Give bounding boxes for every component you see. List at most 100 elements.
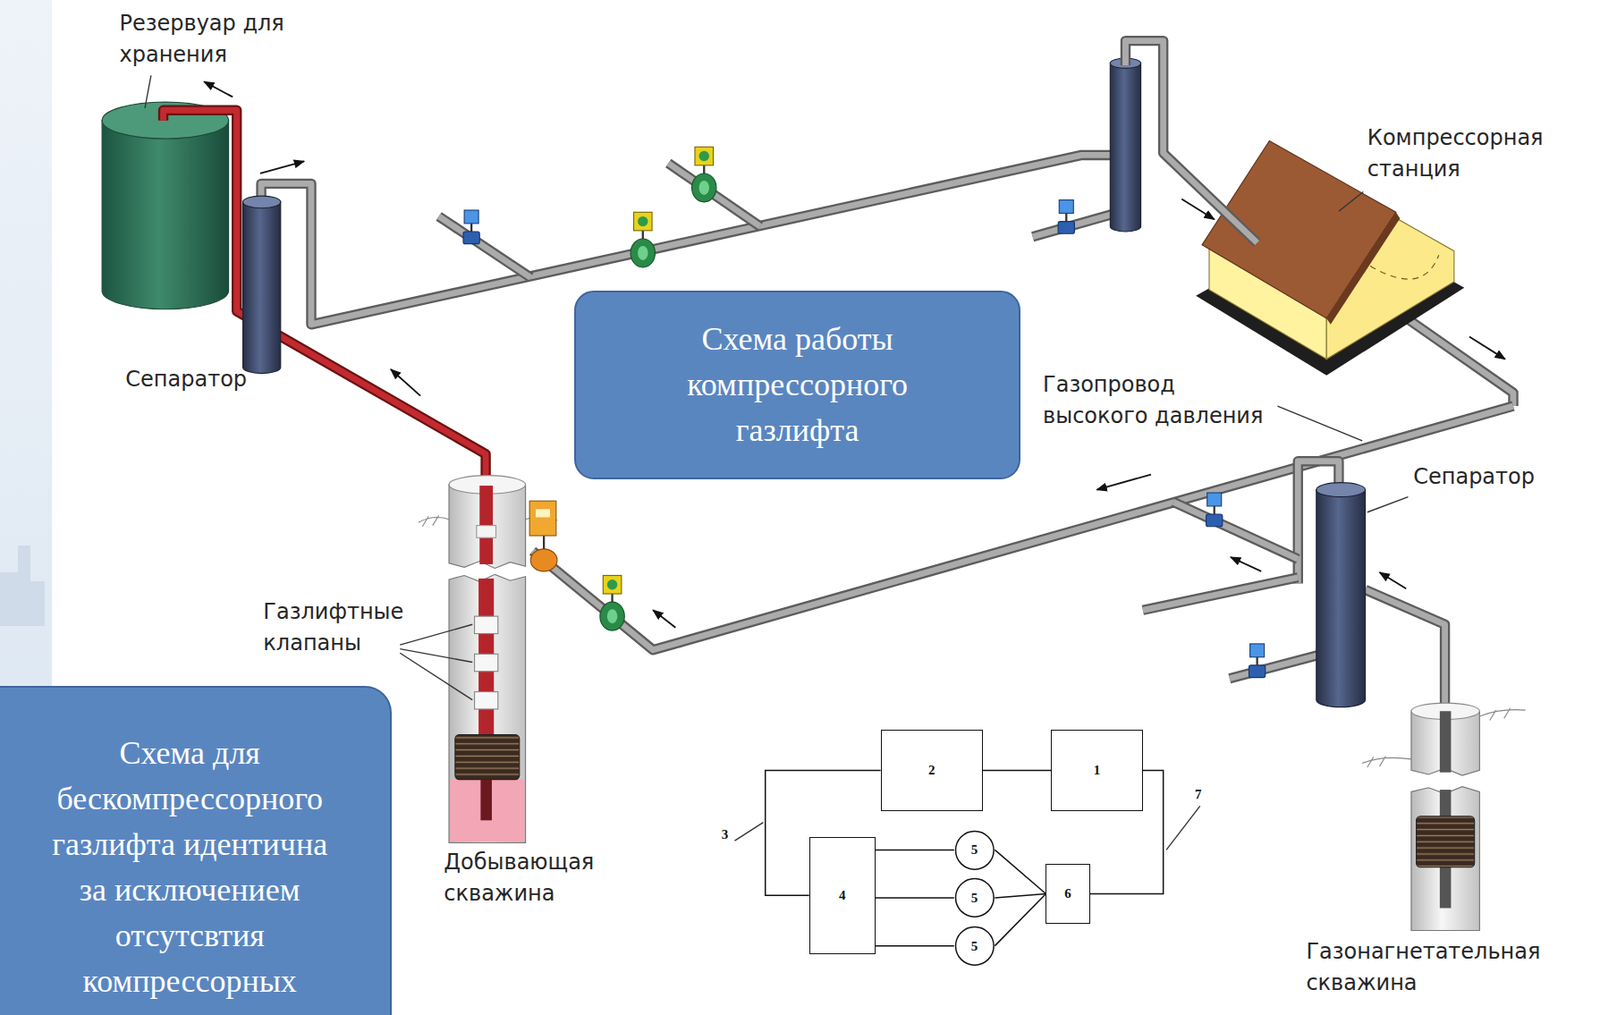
panel-text: Схема для бескомпрессорного газлифта иде… [50,730,330,1005]
unit-circle: 5 [954,925,996,967]
flow-meter-symbol [600,575,625,631]
connector-line [994,849,1046,894]
valve-symbol [1249,643,1266,678]
flow-meter-symbol [642,230,644,239]
unit-circle: 5 [954,877,996,919]
flow-arrow [1230,557,1262,572]
gas-pipe [439,216,532,278]
callout-number: 5 [971,841,979,858]
leader-line [399,652,473,700]
separator [1109,63,1141,232]
panel-text: Схема работы компрессорного газлифта [685,316,910,454]
unit-circle: 5 [954,829,996,872]
valve-symbol [1206,514,1223,527]
part-label: Резервуар для хранения [118,8,288,71]
flow-arrow [260,160,305,174]
valve-symbol [1206,492,1223,527]
valve-symbol [1058,200,1074,214]
note-panel: Схема для бескомпрессорного газлифта иде… [0,685,392,1015]
flow-meter-symbol [692,146,717,203]
flow-meter-symbol [607,609,618,624]
production-well [474,692,499,710]
leader-line [1338,191,1363,212]
flow-arrow [203,81,233,97]
process-box: 1 [1050,729,1143,812]
flow-arrow [390,369,421,397]
flow-meter-symbol [637,216,648,227]
gas-pipe [1229,654,1319,678]
control-valve-symbol [530,549,558,572]
gas-pipe [1142,577,1298,611]
process-box: 6 [1045,863,1090,923]
flow-meter-symbol [634,211,653,231]
process-box: 4 [809,837,876,955]
callout-number: 5 [971,889,979,906]
control-valve-symbol [529,500,558,572]
part-label: Сепаратор [1413,461,1535,493]
flow-meter-symbol [630,211,655,268]
separator [1316,482,1366,498]
storage-tank [101,101,229,310]
circle-outline [955,830,994,870]
gas-pipe [1142,577,1298,611]
flow-meter-symbol [694,146,714,166]
leader-line [144,75,152,109]
flow-arrow [1379,572,1407,589]
separator [1316,490,1366,708]
gas-pipe [1365,589,1446,714]
connector-line [994,893,1046,898]
production-well [476,525,497,539]
title-panel: Схема работы компрессорного газлифта [574,290,1021,480]
production-well [474,653,499,671]
separator [243,195,281,209]
gas-pipe [1032,214,1113,238]
valve-symbol [1065,212,1067,221]
leader-line [1367,497,1409,513]
connector-line [875,945,955,948]
callout-number: 6 [1064,885,1072,902]
part-label: Газлифтные клапаны [262,596,407,660]
leader-line [399,624,473,645]
flow-meter-symbol [602,575,622,594]
valve-symbol [1058,200,1075,235]
control-valve-symbol [529,500,557,536]
flow-meter-symbol [702,165,705,174]
injection-well [1439,711,1452,772]
flow-meter-symbol [610,593,613,602]
control-valve-symbol [529,500,558,572]
part-label: Добывающая скважина [443,846,598,910]
gas-pipe [668,163,761,228]
flow-arrow [1181,198,1215,220]
flow-meter-symbol [630,238,655,268]
connector-line [875,849,955,852]
callout-number: 7 [1194,786,1203,803]
process-box: 2 [880,729,983,812]
production-well [455,734,520,779]
gas-pipe [1365,589,1446,714]
injection-well [1416,816,1475,868]
leader-line [1277,406,1363,441]
flow-meter-symbol [637,245,648,261]
separator [243,202,281,374]
gas-pipe [1125,41,1257,244]
callout-number: 2 [928,761,936,779]
injection-well [1411,711,1480,776]
injection-well [1411,787,1480,932]
production-well [418,475,558,844]
flow-meter-symbol [600,601,625,631]
gas-pipe [1125,41,1257,244]
production-well [480,779,492,822]
flow-arrow [203,81,1506,627]
gas-pipe [1125,41,1257,244]
gas-pipe [668,163,761,228]
flow-arrow [652,609,676,627]
gas-pipe [1032,214,1113,238]
oil-pipe [163,110,487,490]
callout-number: 5 [971,938,979,955]
storage-tank [101,120,229,310]
flow-arrow [1469,337,1506,360]
control-valve-symbol [535,508,551,517]
circle-outline [955,879,994,918]
